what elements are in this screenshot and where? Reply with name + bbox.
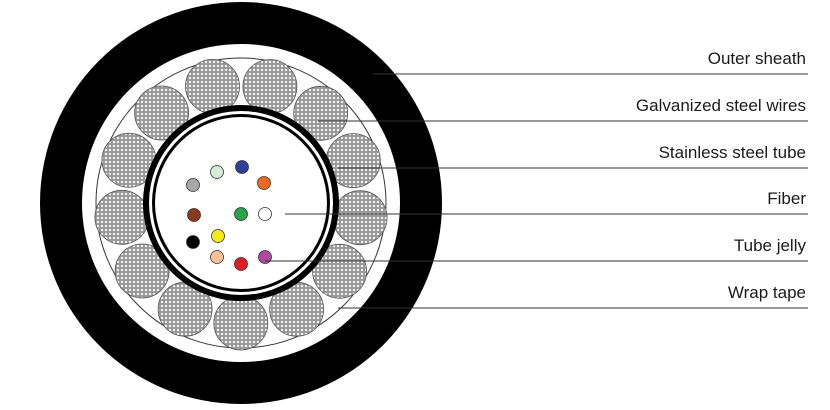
fiber-white (258, 207, 272, 221)
leader-lines (265, 73, 808, 309)
fiber-blue (235, 160, 249, 174)
label-wrap-tape: Wrap tape (728, 283, 806, 302)
fiber-grey (186, 178, 200, 192)
label-stainless-steel-tube: Stainless steel tube (659, 143, 806, 162)
fiber-violet (258, 250, 272, 264)
steel-wire (213, 295, 269, 351)
steel-wire (312, 243, 368, 299)
steel-wire (242, 59, 298, 114)
label-fiber: Fiber (767, 189, 806, 208)
fiber-orange (257, 176, 271, 190)
fibers (186, 160, 272, 271)
fiber-yellow (211, 229, 225, 243)
steel-wire (134, 85, 190, 141)
fiber-pale-green (210, 165, 224, 179)
fiber-green (234, 207, 248, 221)
fiber-brown (187, 208, 201, 222)
label-outer-sheath: Outer sheath (708, 49, 806, 68)
steel-wire (332, 190, 388, 246)
steel-wire (293, 85, 349, 141)
steel-wire (94, 189, 150, 245)
fiber-red (234, 257, 248, 271)
steel-wire (185, 59, 240, 114)
galvanized-steel-wires (94, 59, 388, 351)
label-galvanized-steel-wires: Galvanized steel wires (636, 96, 806, 115)
steel-wire (114, 243, 170, 299)
fiber-black (186, 235, 200, 249)
label-tube-jelly: Tube jelly (734, 236, 807, 255)
fiber-peach (210, 250, 224, 264)
